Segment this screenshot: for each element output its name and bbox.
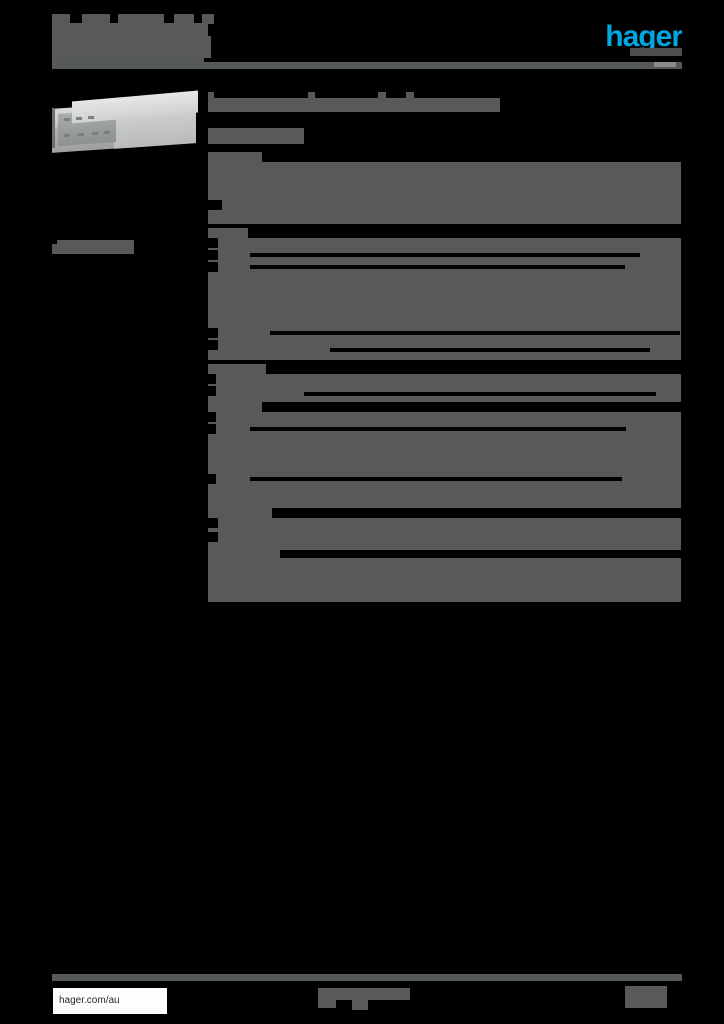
header-divider xyxy=(52,62,682,69)
spec-row-notch xyxy=(208,238,218,248)
title-fragment xyxy=(82,14,110,24)
spec-group-caption xyxy=(208,152,262,162)
intro-heading-redaction xyxy=(378,92,386,100)
title-fragment xyxy=(202,14,214,24)
spec-row-leader xyxy=(250,427,626,431)
intro-subheading-redaction xyxy=(208,128,304,144)
spec-row-notch xyxy=(208,328,218,338)
duct-slot xyxy=(64,134,70,137)
hager-logo-shadow xyxy=(630,48,682,56)
product-image xyxy=(50,88,200,158)
spec-group-caption xyxy=(208,228,248,238)
intro-heading-redaction xyxy=(406,92,414,100)
spec-group xyxy=(208,508,681,550)
spec-group xyxy=(208,402,681,508)
footer-center-text xyxy=(318,988,410,1000)
footer-website-link[interactable]: hager.com/au xyxy=(53,988,167,1014)
spec-row-leader xyxy=(330,348,650,352)
spec-group-caption xyxy=(208,508,272,518)
hager-logo: hager xyxy=(605,24,682,50)
spec-row-leader xyxy=(250,253,640,257)
spec-group-caption xyxy=(208,402,262,412)
spec-row-notch xyxy=(208,386,216,396)
spec-group xyxy=(208,228,681,360)
title-block xyxy=(52,23,208,53)
spec-row-notch xyxy=(208,518,218,528)
duct-slot xyxy=(64,118,70,121)
spec-row-notch xyxy=(208,532,218,542)
intro-heading-redaction xyxy=(308,92,315,100)
spec-row-notch xyxy=(208,262,218,272)
spec-group-caption xyxy=(208,364,266,374)
title-fragment xyxy=(52,14,70,24)
duct-slot xyxy=(88,116,94,119)
page-title xyxy=(52,14,227,69)
duct-slot xyxy=(78,133,84,136)
spec-row-notch xyxy=(208,340,218,350)
spec-row-notch xyxy=(208,424,216,434)
left-section-label-notch xyxy=(52,240,57,244)
title-fragment xyxy=(174,14,194,24)
footer-center-text-line3 xyxy=(352,1000,368,1010)
spec-group xyxy=(208,548,681,602)
intro-heading-redaction xyxy=(208,98,500,112)
spec-row-notch xyxy=(208,474,216,484)
spec-row-notch xyxy=(208,250,218,260)
duct-left-edge xyxy=(52,108,55,148)
spec-group xyxy=(208,152,681,224)
spec-row-notch xyxy=(208,374,216,384)
duct-slot xyxy=(104,131,110,134)
footer-center-text-line2 xyxy=(318,1000,336,1008)
footer-page-number xyxy=(625,986,667,1008)
duct-slot xyxy=(92,132,98,135)
header-divider-cap xyxy=(654,62,676,67)
spec-row-notch xyxy=(208,200,222,210)
left-section-label xyxy=(52,240,134,254)
spec-row-notch xyxy=(208,412,216,422)
spec-row-leader xyxy=(250,477,622,481)
title-fragment xyxy=(118,14,164,24)
spec-row-leader xyxy=(250,265,625,269)
spec-group xyxy=(208,364,681,402)
duct-slot xyxy=(76,117,82,120)
spec-row-leader xyxy=(304,392,656,396)
spec-row-leader xyxy=(270,331,680,335)
footer-divider xyxy=(52,974,682,981)
spec-group-caption xyxy=(208,548,280,558)
left-section-label-redaction xyxy=(52,240,134,254)
